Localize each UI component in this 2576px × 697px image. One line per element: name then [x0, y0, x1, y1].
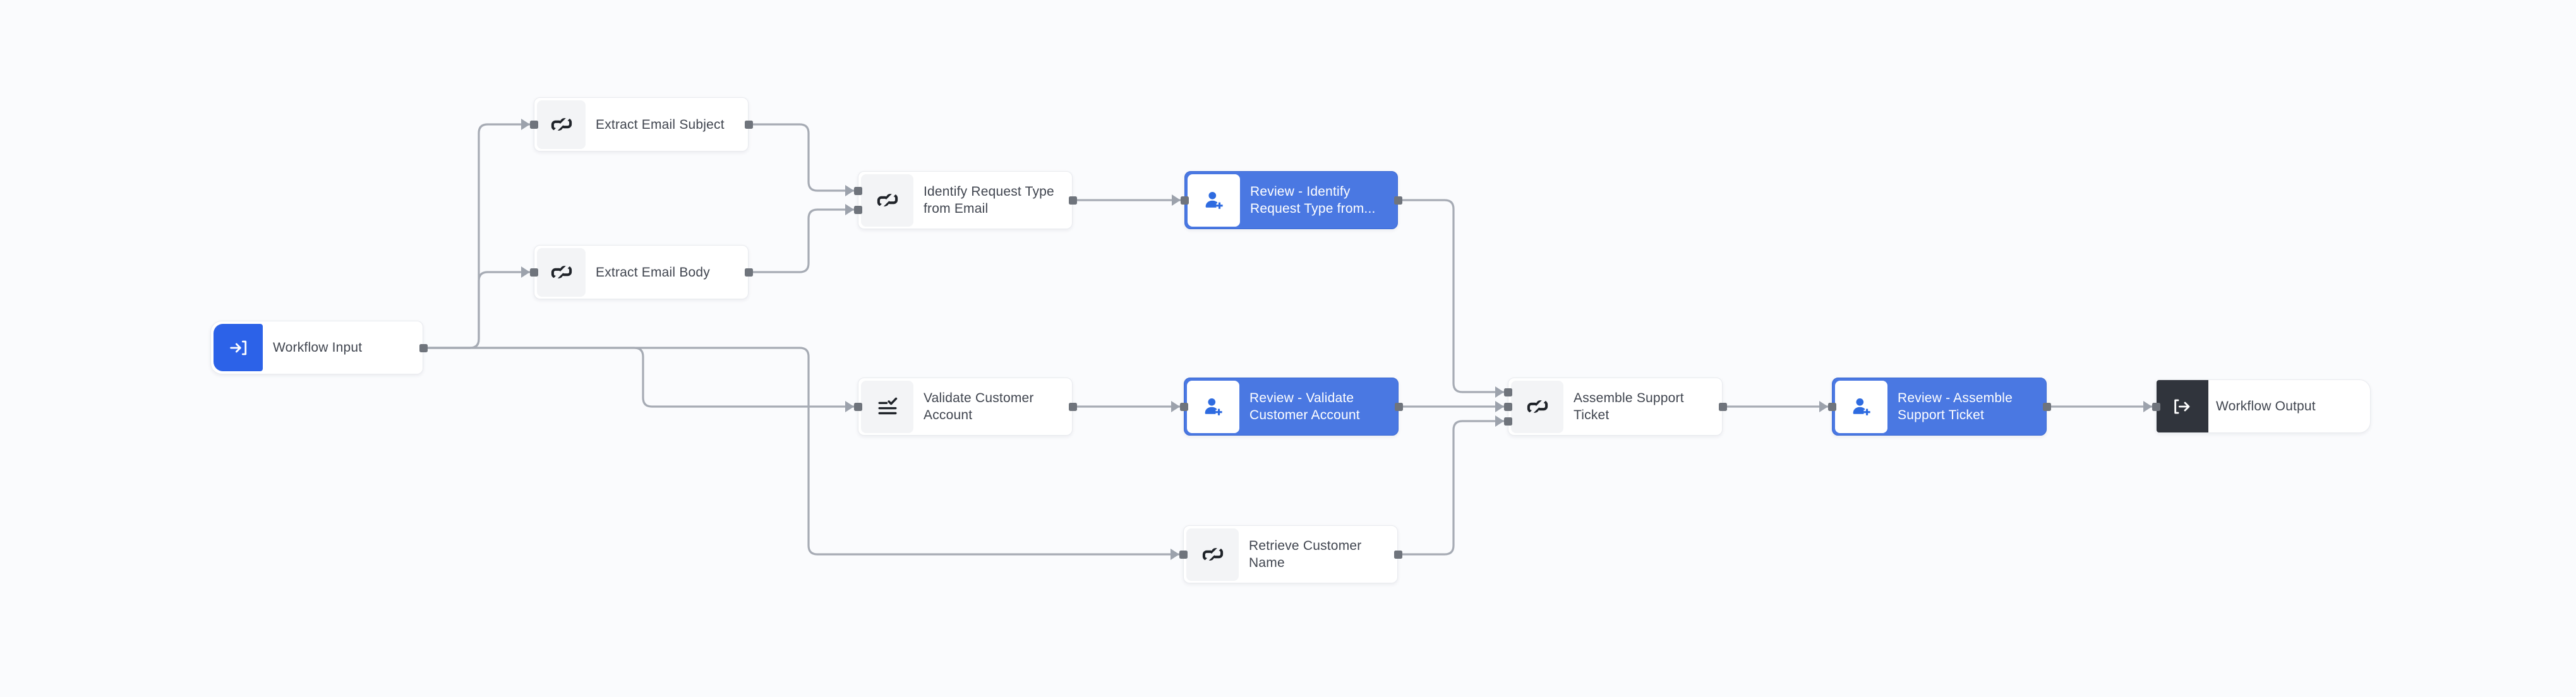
input-arrow-icon	[1171, 549, 1179, 560]
node-label: Workflow Input	[273, 340, 363, 355]
node-retrieve-customer-name[interactable]: Retrieve Customer Name	[1183, 525, 1398, 583]
edge-workflow-input-to-validate-customer	[423, 347, 858, 408]
node-assemble-support-ticket[interactable]: Assemble Support Ticket	[1508, 378, 1723, 436]
input-port[interactable]	[1827, 402, 1836, 411]
input-port[interactable]	[853, 402, 862, 411]
output-port[interactable]	[1393, 550, 1402, 559]
node-label: Retrieve Customer Name	[1249, 539, 1362, 570]
prompt-icon	[861, 174, 913, 227]
node-review-identify[interactable]: Review - Identify Request Type from...	[1184, 171, 1398, 229]
input-port[interactable]	[1503, 402, 1512, 411]
input-port[interactable]	[1179, 402, 1188, 411]
edge-extract-email-body-to-identify-request-type	[749, 208, 858, 273]
edge-workflow-input-to-retrieve-customer-name	[423, 347, 1183, 556]
workflow-input-icon	[214, 324, 263, 371]
prompt-icon	[1511, 380, 1563, 433]
output-port[interactable]	[1068, 402, 1077, 411]
output-port[interactable]	[744, 268, 753, 277]
input-arrow-icon	[1495, 415, 1504, 427]
node-label: Validate Customer Account	[924, 391, 1034, 422]
node-label: Review - Identify Request Type from...	[1250, 184, 1376, 216]
edge-review-identify-to-assemble-support-ticket	[1398, 199, 1508, 393]
output-port[interactable]	[1393, 196, 1402, 205]
input-port[interactable]	[1503, 417, 1512, 426]
person-plus-icon	[1187, 380, 1239, 433]
input-arrow-icon	[521, 266, 530, 278]
output-port[interactable]	[1718, 402, 1727, 411]
output-port[interactable]	[744, 120, 753, 129]
input-arrow-icon	[1819, 401, 1828, 412]
prompt-icon	[537, 247, 586, 297]
node-label: Assemble Support Ticket	[1574, 391, 1684, 422]
output-port[interactable]	[1068, 196, 1077, 205]
input-port[interactable]	[529, 120, 538, 129]
input-arrow-icon	[1495, 386, 1504, 398]
input-port[interactable]	[853, 186, 862, 195]
input-arrow-icon	[845, 401, 854, 412]
node-validate-customer[interactable]: Validate Customer Account	[858, 378, 1073, 436]
input-port[interactable]	[853, 205, 862, 214]
node-label: Extract Email Body	[596, 265, 710, 280]
prompt-icon	[537, 100, 586, 149]
person-plus-icon	[1835, 380, 1887, 433]
node-extract-email-subject[interactable]: Extract Email Subject	[534, 97, 749, 152]
node-label: Workflow Output	[2216, 399, 2316, 414]
node-identify-request-type[interactable]: Identify Request Type from Email	[858, 171, 1073, 229]
input-arrow-icon	[1495, 401, 1504, 412]
input-port[interactable]	[1503, 388, 1512, 396]
edge-extract-email-subject-to-identify-request-type	[749, 123, 858, 192]
list-check-icon	[861, 380, 913, 433]
input-arrow-icon	[2143, 401, 2152, 412]
edge-retrieve-customer-name-to-assemble-support-ticket	[1398, 420, 1508, 556]
node-label: Extract Email Subject	[596, 117, 725, 132]
input-port[interactable]	[529, 268, 538, 277]
input-arrow-icon	[845, 185, 854, 196]
prompt-icon	[1186, 528, 1239, 581]
output-port[interactable]	[2042, 402, 2051, 411]
node-review-assemble[interactable]: Review - Assemble Support Ticket	[1832, 378, 2047, 436]
input-port[interactable]	[2152, 402, 2160, 411]
node-extract-email-body[interactable]: Extract Email Body	[534, 245, 749, 299]
person-plus-icon	[1188, 174, 1240, 227]
edge-workflow-input-to-extract-email-body	[423, 271, 534, 349]
input-arrow-icon	[845, 204, 854, 215]
output-port[interactable]	[419, 343, 428, 352]
node-label: Identify Request Type from Email	[924, 184, 1054, 216]
output-port[interactable]	[1394, 402, 1403, 411]
node-label: Review - Assemble Support Ticket	[1898, 391, 2013, 422]
node-label: Review - Validate Customer Account	[1249, 391, 1360, 422]
workflow-output-icon	[2157, 380, 2208, 432]
input-port[interactable]	[1179, 550, 1188, 559]
input-port[interactable]	[1180, 196, 1189, 205]
input-arrow-icon	[1172, 194, 1181, 206]
node-workflow-output[interactable]: Workflow Output	[2156, 379, 2371, 433]
input-arrow-icon	[521, 119, 530, 130]
node-workflow-input[interactable]: Workflow Input	[210, 321, 423, 374]
input-arrow-icon	[1171, 401, 1180, 412]
node-review-validate[interactable]: Review - Validate Customer Account	[1184, 378, 1399, 436]
